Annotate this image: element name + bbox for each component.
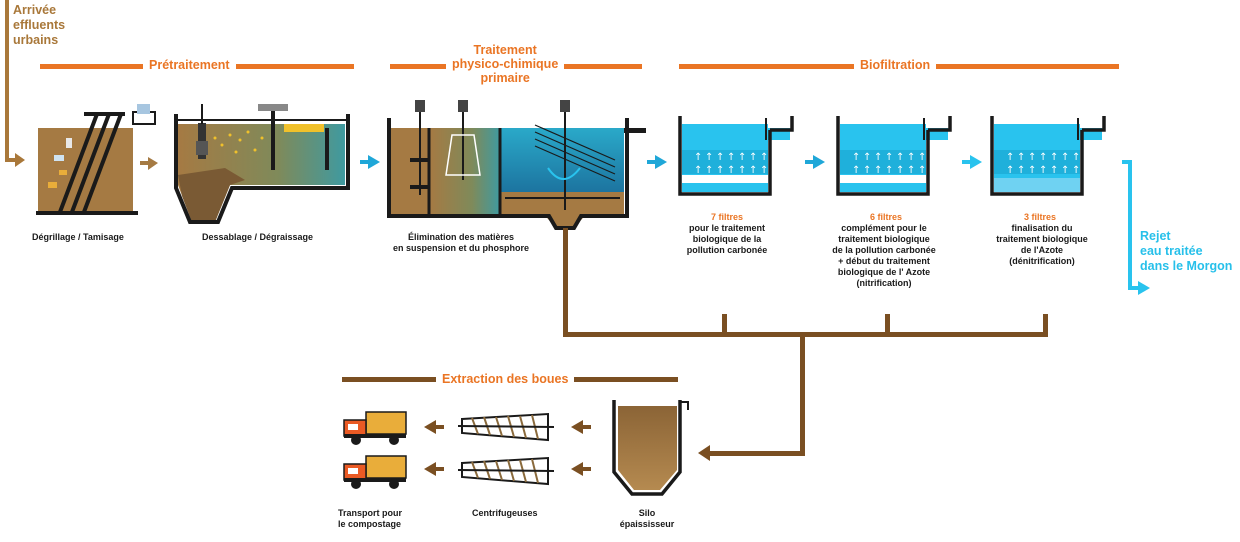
airflow-up-arrow: ↑	[885, 165, 893, 176]
label-transport: Transport pour le compostage	[338, 508, 403, 529]
airflow-up-arrow: ↑	[918, 165, 926, 176]
airflow-up-arrow: ↑	[863, 152, 871, 163]
centrifuge-top	[457, 412, 555, 442]
airflow-up-arrow: ↑	[760, 152, 768, 163]
airflow-up-arrow: ↑	[727, 165, 735, 176]
grit-unit	[174, 104, 350, 224]
airflow-up-arrow: ↑	[705, 165, 713, 176]
label-elimination: Élimination des matières en suspension e…	[393, 232, 530, 253]
sludge-collector	[563, 314, 1048, 461]
airflow-up-arrow: ↑	[896, 152, 904, 163]
airflow-up-arrow: ↑	[874, 152, 882, 163]
airflow-up-arrow: ↑	[852, 165, 860, 176]
airflow-up-arrow: ↑	[1028, 165, 1036, 176]
label-grit: Dessablage / Dégraissage	[202, 232, 314, 242]
biofilter-1	[678, 116, 794, 196]
physico-sludge-outlet	[563, 228, 568, 336]
truck-bottom-icon	[343, 455, 407, 489]
arrow-silo-centrifuge-bottom	[571, 462, 591, 476]
arrow-to-biofilter-1	[647, 155, 667, 169]
arrow-centrifuge-truck-bottom	[424, 462, 444, 476]
airflow-up-arrow: ↑	[1061, 152, 1069, 163]
airflow-up-arrow: ↑	[1072, 152, 1080, 163]
centrifuge-bottom	[457, 456, 555, 486]
airflow-up-arrow: ↑	[918, 152, 926, 163]
airflow-up-arrow: ↑	[1028, 152, 1036, 163]
arrow-silo-centrifuge-top	[571, 420, 591, 434]
airflow-up-arrow: ↑	[760, 165, 768, 176]
physico-unit	[387, 100, 646, 230]
section-title-physico: Traitement physico-chimique primaire	[446, 43, 565, 85]
label-centrifuge: Centrifugeuses	[472, 508, 538, 518]
airflow-up-arrow: ↑	[694, 152, 702, 163]
arrow-to-biofilter-3	[962, 155, 982, 169]
airflow-up-arrow: ↑	[1006, 152, 1014, 163]
airflow-up-arrow: ↑	[716, 165, 724, 176]
label-screening: Dégrillage / Tamisage	[32, 232, 124, 242]
silo	[612, 400, 689, 496]
airflow-up-arrow: ↑	[907, 165, 915, 176]
label-filter2-desc: complément pour le traitement biologique…	[832, 223, 936, 288]
label-filter3-count: 3 filtres	[1024, 212, 1057, 222]
arrow-to-physico	[360, 155, 380, 169]
airflow-up-arrow: ↑	[738, 152, 746, 163]
section-title-biofiltration: Biofiltration	[854, 58, 937, 72]
airflow-up-arrow: ↑	[694, 165, 702, 176]
airflow-up-arrow: ↑	[885, 152, 893, 163]
outlet-label: Rejet eau traitée dans le Morgon	[1140, 229, 1233, 273]
airflow-up-arrow: ↑	[907, 152, 915, 163]
airflow-up-arrow: ↑	[1072, 165, 1080, 176]
inlet-pipe	[5, 0, 25, 167]
label-silo: Silo épaississeur	[619, 508, 675, 529]
biofilter-3	[990, 116, 1106, 196]
section-title-pretreatment: Prétraitement	[143, 58, 236, 72]
label-filter2-count: 6 filtres	[870, 212, 903, 222]
section-title-sludge: Extraction des boues	[436, 372, 575, 386]
label-filter1-desc: pour le traitement biologique de la poll…	[686, 223, 768, 255]
airflow-up-arrow: ↑	[874, 165, 882, 176]
airflow-up-arrow: ↑	[727, 152, 735, 163]
outlet-pipe	[1122, 160, 1150, 295]
airflow-up-arrow: ↑	[705, 152, 713, 163]
biofilter-2	[836, 116, 952, 196]
airflow-up-arrow: ↑	[852, 152, 860, 163]
label-filter3-desc: finalisation du traitement biologique de…	[996, 223, 1088, 266]
airflow-up-arrow: ↑	[1039, 165, 1047, 176]
airflow-up-arrow: ↑	[1017, 165, 1025, 176]
label-filter1-count: 7 filtres	[711, 212, 744, 222]
airflow-up-arrow: ↑	[716, 152, 724, 163]
airflow-up-arrow: ↑	[738, 165, 746, 176]
airflow-up-arrow: ↑	[1061, 165, 1069, 176]
airflow-up-arrow: ↑	[863, 165, 871, 176]
airflow-up-arrow: ↑	[749, 165, 757, 176]
airflow-up-arrow: ↑	[749, 152, 757, 163]
airflow-up-arrow: ↑	[896, 165, 904, 176]
airflow-up-arrow: ↑	[1050, 152, 1058, 163]
airflow-up-arrow: ↑	[1039, 152, 1047, 163]
truck-top-icon	[343, 411, 407, 445]
airflow-up-arrow: ↑	[1050, 165, 1058, 176]
arrow-to-biofilter-2	[805, 155, 825, 169]
arrow-pretreat-1	[140, 157, 158, 170]
inlet-label: Arrivée effluents urbains	[13, 3, 66, 47]
screening-unit	[36, 104, 156, 215]
airflow-up-arrow: ↑	[1006, 165, 1014, 176]
airflow-up-arrow: ↑	[1017, 152, 1025, 163]
arrow-centrifuge-truck-top	[424, 420, 444, 434]
